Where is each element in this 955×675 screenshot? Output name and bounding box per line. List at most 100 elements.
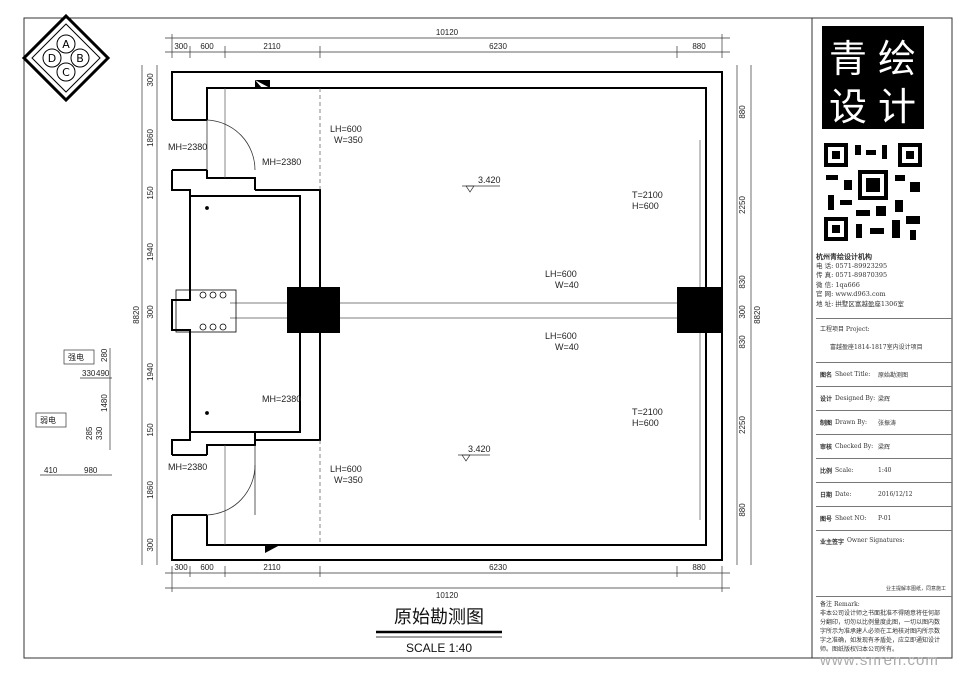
svg-text:1940: 1940: [146, 243, 155, 261]
row-label: 日期: [820, 492, 833, 499]
project-name: 富越盈座1814-1817室内设计项目: [830, 344, 923, 351]
columns: [287, 287, 722, 333]
svg-text:600: 600: [200, 563, 214, 572]
svg-text:1940: 1940: [146, 363, 155, 381]
row-label-en: Designed By:: [835, 395, 876, 402]
svg-text:410: 410: [44, 466, 58, 475]
top-dimensions: [165, 34, 730, 58]
brand-logo: 青 绘 设 计: [822, 26, 924, 129]
row-label-en: Sheet NO:: [835, 515, 867, 522]
company-name: 杭州青绘设计机构: [816, 252, 872, 261]
level-markers: [458, 185, 500, 462]
svg-text:280: 280: [100, 348, 109, 362]
svg-text:3.420: 3.420: [478, 175, 501, 185]
drawing-title: 原始勘测图: [394, 607, 484, 628]
door-swings: [206, 119, 256, 516]
svg-text:880: 880: [738, 105, 747, 119]
compass-icon: A B C D: [21, 13, 111, 103]
svg-text:MH=2380: MH=2380: [168, 142, 207, 152]
svg-text:300: 300: [738, 305, 747, 319]
row-value: P-01: [878, 515, 892, 522]
remark-row: 备注 Remark: 非本公司设计师之书面批准不得随意将任何部分翻印，切勿以比例…: [816, 596, 952, 658]
svg-text:W=40: W=40: [555, 342, 579, 352]
svg-text:W=40: W=40: [555, 280, 579, 290]
walls: [171, 71, 723, 561]
right-dimension-labels: 880 2250 830 300 830 2250 880 8820: [738, 105, 762, 517]
svg-text:H=600: H=600: [632, 201, 659, 211]
svg-text:W=350: W=350: [334, 475, 363, 485]
row-label-en: Sheet Title:: [835, 371, 871, 378]
project-label: 工程项目 Project:: [820, 326, 870, 333]
svg-text:600: 600: [200, 42, 214, 51]
row-label-en: Scale:: [835, 467, 854, 474]
company-address: 地 址: 拱墅区富越盈座1306室: [816, 299, 904, 308]
row-value: 1:40: [878, 467, 892, 474]
svg-text:MH=2380: MH=2380: [262, 394, 301, 404]
svg-text:3.420: 3.420: [468, 444, 491, 454]
svg-text:C: C: [62, 66, 70, 79]
svg-text:LH=600: LH=600: [545, 269, 577, 279]
company-website: 官 网: www.d963.com: [816, 290, 886, 298]
remark-label-en: Remark:: [833, 601, 860, 608]
svg-text:8820: 8820: [753, 306, 762, 324]
row-label-en: Drawn By:: [835, 419, 867, 426]
bottom-dimensions: [165, 566, 730, 592]
svg-text:10120: 10120: [436, 591, 459, 600]
svg-text:MH=2380: MH=2380: [168, 462, 207, 472]
owner-label: 业主签字: [820, 539, 845, 546]
svg-text:830: 830: [738, 275, 747, 289]
row-label: 审核: [820, 444, 833, 451]
company-fax: 传 真: 0571-89870395: [816, 271, 888, 279]
svg-text:1860: 1860: [146, 129, 155, 147]
svg-text:2110: 2110: [263, 42, 281, 51]
electrical-boxes: [35, 348, 112, 476]
svg-text:880: 880: [692, 42, 706, 51]
row-label-en: Checked By:: [835, 443, 874, 450]
svg-text:LH=600: LH=600: [330, 464, 362, 474]
company-info: 杭州青绘设计机构 电 话: 0571-89923295 传 真: 0571-89…: [816, 252, 952, 309]
svg-text:150: 150: [146, 423, 155, 437]
svg-text:LH=600: LH=600: [545, 331, 577, 341]
company-wechat: 微 信: 1qa666: [816, 280, 860, 289]
svg-text:880: 880: [692, 563, 706, 572]
svg-text:T=2100: T=2100: [632, 407, 663, 417]
svg-text:300: 300: [174, 563, 188, 572]
window-marks: [255, 80, 280, 553]
beam-lines: [224, 88, 701, 545]
svg-text:6230: 6230: [489, 42, 507, 51]
row-label: 图名: [820, 372, 833, 379]
owner-note: 业主提解本图纸，同意施工: [885, 586, 946, 592]
svg-text:300: 300: [146, 538, 155, 552]
svg-text:880: 880: [738, 503, 747, 517]
left-dimension-labels: 300 1860 150 1940 300 1940 150 1860 300 …: [132, 73, 155, 552]
remark-text: 非本公司设计师之书面批准不得随意将任何部分翻印，切勿以比例量度此图，一切以图内数…: [820, 610, 941, 653]
svg-text:绘: 绘: [878, 37, 916, 81]
row-label: 设计: [820, 396, 833, 403]
svg-text:8820: 8820: [132, 306, 141, 324]
fixtures: [175, 206, 237, 415]
svg-text:300: 300: [174, 42, 188, 51]
svg-text:6230: 6230: [489, 563, 507, 572]
row-label: 制图: [820, 420, 833, 427]
svg-text:285: 285: [85, 426, 94, 440]
remark-label: 备注: [820, 601, 833, 608]
svg-text:W=350: W=350: [334, 135, 363, 145]
svg-text:青: 青: [829, 37, 867, 81]
svg-text:MH=2380: MH=2380: [262, 157, 301, 167]
svg-text:B: B: [76, 52, 84, 65]
owner-label-en: Owner Signatures:: [847, 537, 905, 544]
svg-text:490: 490: [96, 369, 110, 378]
svg-text:2250: 2250: [738, 196, 747, 214]
svg-text:300: 300: [146, 305, 155, 319]
row-value: 原始勘测图: [878, 372, 909, 379]
svg-text:330: 330: [82, 369, 96, 378]
company-phone: 电 话: 0571-89923295: [816, 261, 888, 270]
project-row: 工程项目 Project: 富越盈座1814-1817室内设计项目: [816, 318, 952, 362]
